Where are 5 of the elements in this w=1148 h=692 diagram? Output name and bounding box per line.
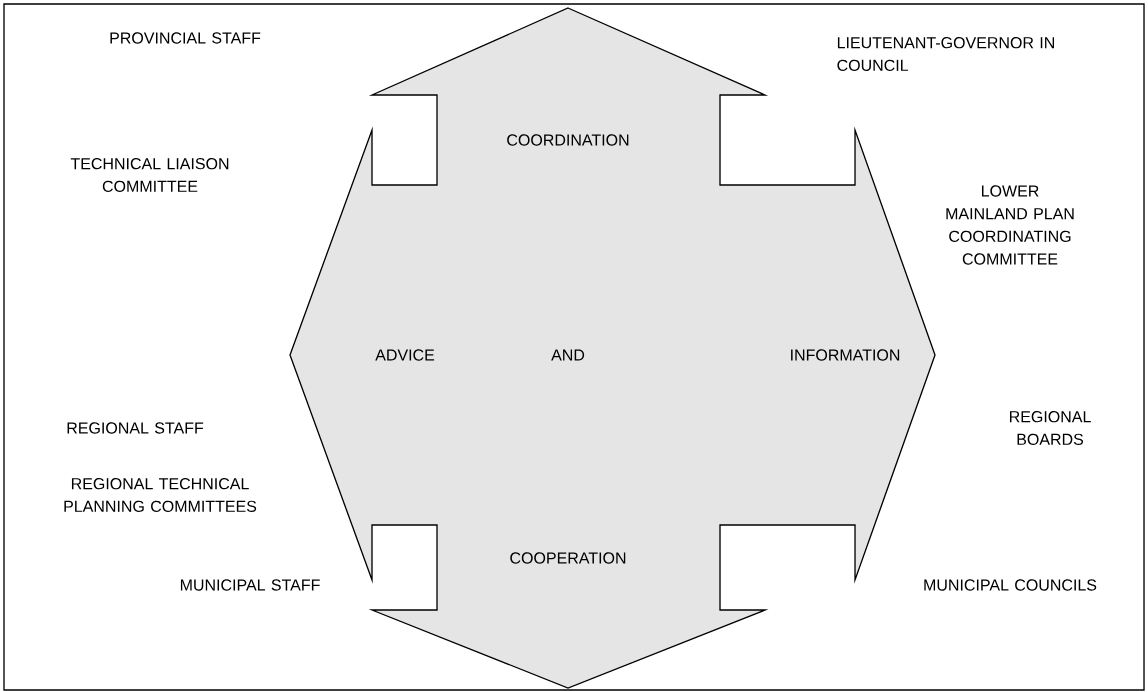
label: TECHNICAL LIAISON COMMITTEE [70, 158, 229, 192]
label: REGIONAL BOARDS [1010, 411, 1091, 445]
label: REGIONAL TECHNICAL PLANNING COMMITTEES [64, 478, 257, 512]
label: REGIONAL STAFF [67, 422, 204, 434]
label: PROVINCIAL STAFF [110, 32, 261, 44]
